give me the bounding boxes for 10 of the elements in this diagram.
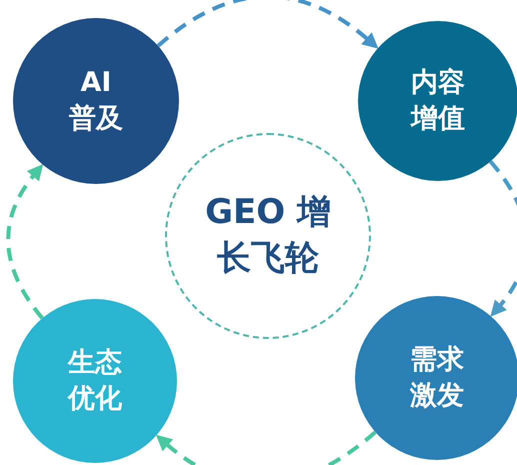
circle-label: 生态优化 [66,346,123,416]
arrow [488,160,517,318]
arrow [6,164,44,320]
circle-label: 需求激发 [408,342,465,413]
circle-label: AI 普及 [68,66,124,136]
arrow [156,0,379,48]
dashed-circle [165,133,371,339]
arrow [156,430,377,465]
title-text: GEO 增长飞轮 [204,191,332,280]
circle-label: 内容增值 [409,66,466,136]
